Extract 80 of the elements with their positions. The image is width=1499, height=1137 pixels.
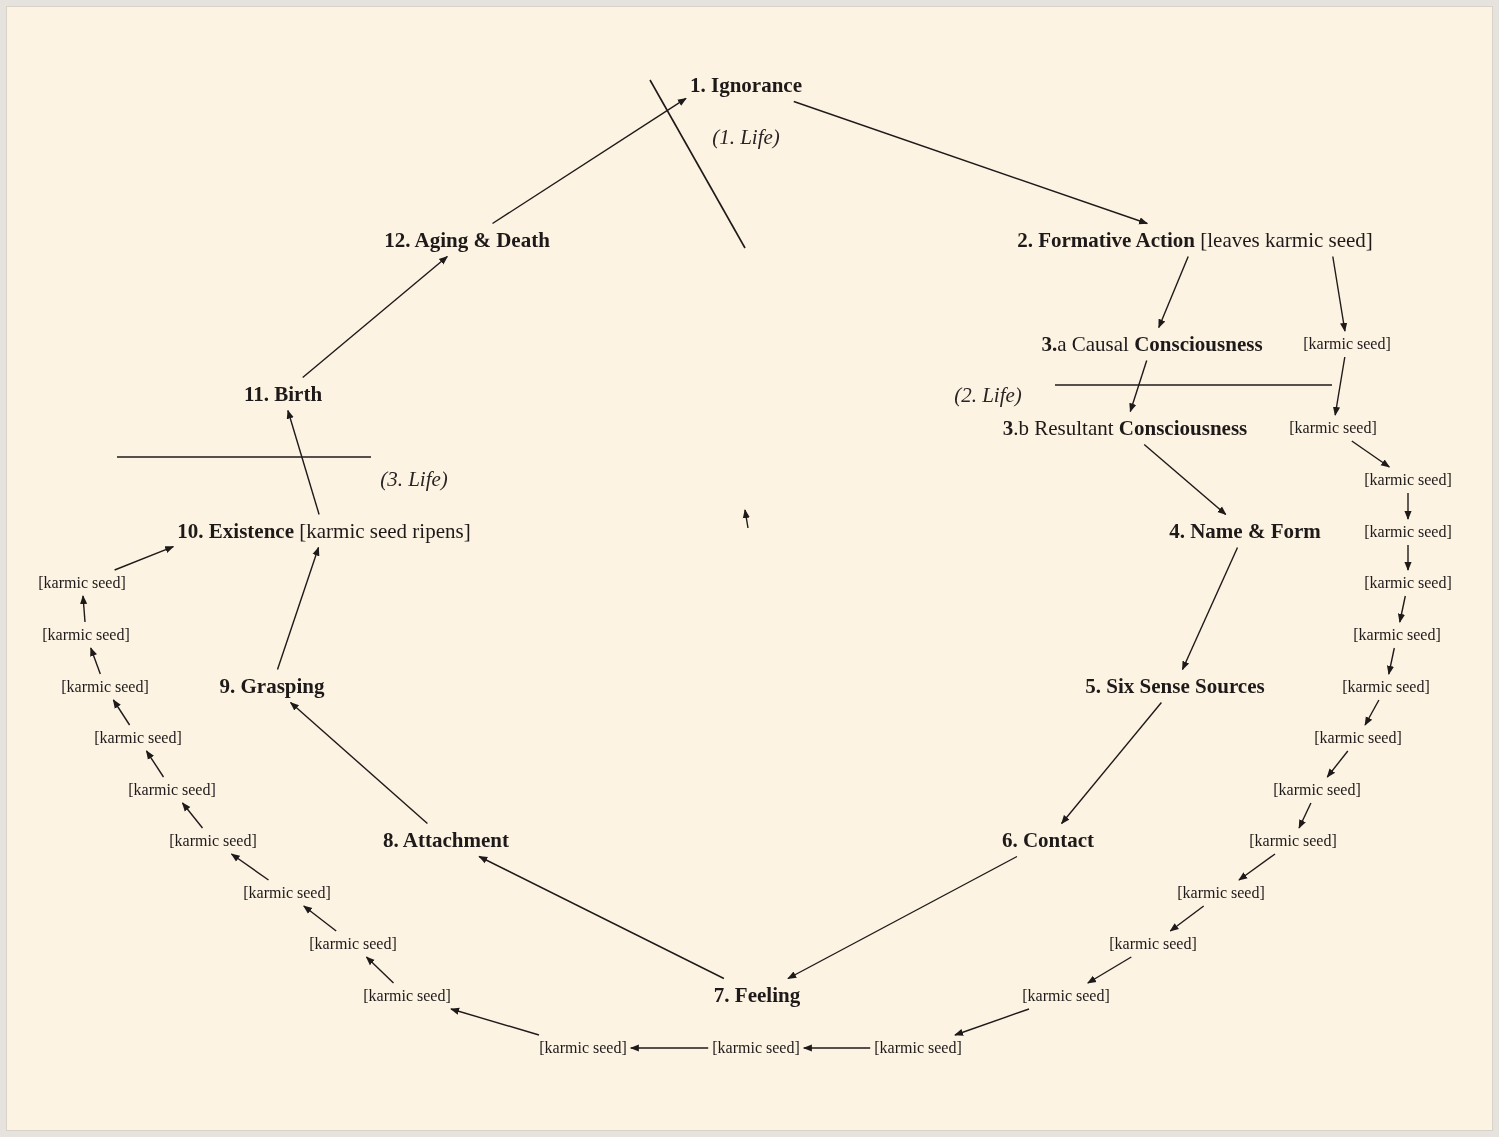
seed-label: [karmic seed] <box>42 626 130 644</box>
seed-label: [karmic seed] <box>1303 335 1391 353</box>
stage-label: 7. Feeling <box>713 982 801 1008</box>
stage-label: 12. Aging & Death <box>384 227 550 253</box>
arrow <box>1386 647 1395 675</box>
arrow <box>90 647 101 675</box>
seed-label: [karmic seed] <box>1289 419 1377 437</box>
arrow <box>450 1007 540 1036</box>
arrow <box>1298 802 1312 829</box>
seed-label: [karmic seed] <box>94 729 182 747</box>
seed-label: [karmic seed] <box>128 781 216 799</box>
stage-label: 8. Attachment <box>383 827 509 853</box>
arrow <box>365 956 395 984</box>
arrow <box>113 545 175 571</box>
seed-label: [karmic seed] <box>539 1039 627 1057</box>
seed-label: [karmic seed] <box>1353 626 1441 644</box>
arrow <box>276 546 320 671</box>
life-label: (2. Life) <box>954 382 1022 408</box>
seed-label: [karmic seed] <box>1314 729 1402 747</box>
stage-label: 6. Contact <box>1001 827 1095 853</box>
arrow <box>181 802 204 829</box>
stage-label: 11. Birth <box>243 381 323 407</box>
arrow <box>1060 701 1163 825</box>
stage-label: 3.a Causal Consciousness <box>1041 331 1263 357</box>
arrow <box>1129 359 1148 413</box>
arrow <box>1404 544 1412 571</box>
life-label: (3. Life) <box>380 466 448 492</box>
arrow <box>80 595 88 623</box>
stage-label: 5. Six Sense Sources <box>1085 673 1265 699</box>
stage-label: 3.b Resultant Consciousness <box>1002 415 1248 441</box>
life-label: (1. Life) <box>712 124 780 150</box>
seed-label: [karmic seed] <box>712 1039 800 1057</box>
arrow <box>1332 356 1346 416</box>
seed-label: [karmic seed] <box>1342 678 1430 696</box>
arrow <box>802 1044 871 1052</box>
seed-label: [karmic seed] <box>1109 935 1197 953</box>
arrow <box>1351 440 1391 468</box>
arrow <box>1397 595 1406 623</box>
arrow <box>629 1044 709 1052</box>
seed-label: [karmic seed] <box>169 832 257 850</box>
arrow <box>1158 255 1189 329</box>
arrow <box>793 100 1149 225</box>
arrow <box>1143 443 1227 516</box>
stage-label: 10. Existence [karmic seed ripens] <box>177 518 471 544</box>
stage-label: 4. Name & Form <box>1169 518 1321 544</box>
stage-label: 2. Formative Action [leaves karmic seed] <box>1017 227 1373 253</box>
arrow <box>954 1008 1030 1036</box>
seed-label: [karmic seed] <box>309 935 397 953</box>
arrow <box>286 409 320 516</box>
seed-label: [karmic seed] <box>38 574 126 592</box>
arrow <box>230 853 270 881</box>
seed-label: [karmic seed] <box>1249 832 1337 850</box>
arrow <box>289 701 429 825</box>
seed-label: [karmic seed] <box>1364 574 1452 592</box>
stage-label: 9. Grasping <box>219 673 325 699</box>
arrow <box>1326 750 1349 778</box>
arrow <box>1169 905 1205 932</box>
stage-label: 1. Ignorance <box>690 72 802 98</box>
arrow <box>145 750 165 778</box>
seed-label: [karmic seed] <box>1273 781 1361 799</box>
arrow <box>1181 546 1239 671</box>
arrow <box>787 855 1018 980</box>
seed-label: [karmic seed] <box>874 1039 962 1057</box>
seed-label: [karmic seed] <box>243 884 331 902</box>
arrow <box>302 255 448 379</box>
arrow <box>1238 853 1276 881</box>
seed-label: [karmic seed] <box>1022 987 1110 1005</box>
seed-label: [karmic seed] <box>1364 523 1452 541</box>
arrow <box>1364 699 1380 726</box>
arrow <box>1087 956 1132 984</box>
seed-label: [karmic seed] <box>1177 884 1265 902</box>
arrow <box>478 855 725 980</box>
seed-label: [karmic seed] <box>1364 471 1452 489</box>
arrow <box>491 97 687 225</box>
seed-label: [karmic seed] <box>363 987 451 1005</box>
seed-label: [karmic seed] <box>61 678 149 696</box>
arrow <box>1404 492 1412 520</box>
arrow <box>303 905 337 932</box>
arrow <box>112 699 131 726</box>
arrow <box>1332 255 1348 332</box>
